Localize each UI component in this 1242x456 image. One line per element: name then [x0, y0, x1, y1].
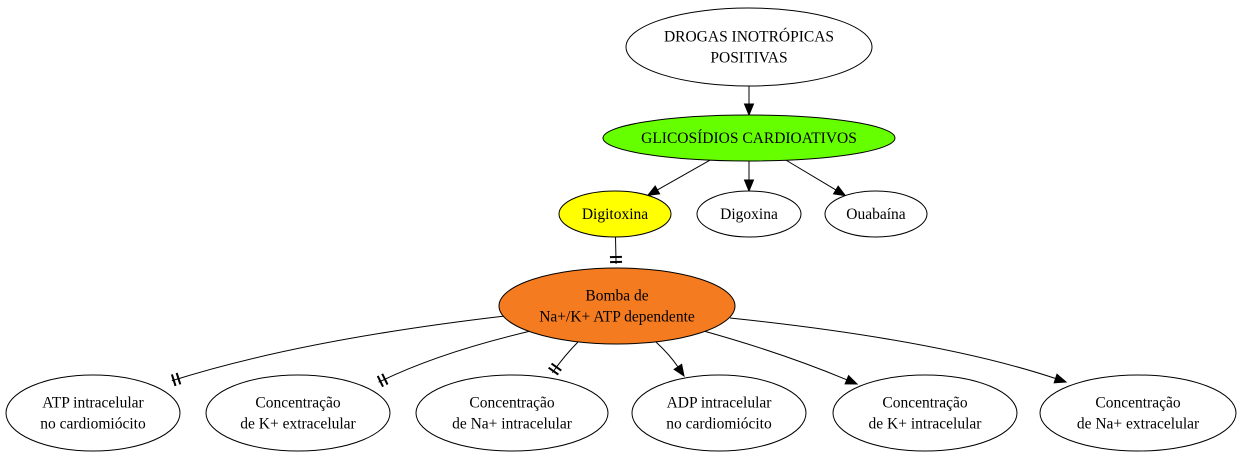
edge-line — [657, 159, 711, 191]
node-label: de Na+ intracelular — [452, 416, 573, 433]
node-label: ATP intracelular — [42, 395, 144, 412]
edge-digitoxina-to-bomba — [609, 236, 623, 265]
inhibition-bar — [170, 374, 177, 387]
node-label: de K+ extracelular — [240, 416, 356, 433]
edge-bomba-to-atp — [170, 315, 506, 387]
node-na-extra: Concentração de Na+ extracelular — [1039, 374, 1237, 452]
node-shape — [1039, 374, 1237, 452]
node-glicosidios: GLICOSÍDIOS CARDIOATIVOS — [602, 114, 896, 162]
arrowhead — [743, 103, 755, 117]
node-shape — [205, 374, 391, 452]
edge-line — [615, 236, 617, 265]
node-label: no cardiomiócito — [666, 416, 772, 433]
node-label: Concentração — [255, 395, 340, 412]
node-label: Concentração — [882, 395, 967, 412]
edge-line — [551, 341, 579, 374]
arrowhead — [844, 374, 859, 385]
node-shape — [602, 114, 896, 162]
edge-glicosidios-to-digoxina — [743, 160, 755, 193]
node-shape — [631, 374, 807, 452]
node-k-intra: Concentração de K+ intracelular — [832, 374, 1018, 452]
edge-drogas-to-glicosidios — [743, 85, 755, 117]
edge-line — [785, 159, 837, 191]
node-ouabaina: Ouabaína — [824, 190, 928, 238]
inhibition-bar — [550, 362, 562, 372]
nodes-layer: DROGAS INOTRÓPICAS POSITIVAS GLICOSÍDIOS C… — [5, 7, 1237, 452]
edge-glicosidios-to-ouabaina — [785, 159, 847, 197]
node-label: Ouabaína — [846, 206, 906, 223]
inhibition-bar — [175, 372, 182, 385]
node-digitoxina: Digitoxina — [558, 190, 672, 238]
node-bomba: Bomba de Na+/K+ ATP dependente — [498, 267, 736, 345]
inhibition-bar — [381, 373, 389, 385]
node-shape — [558, 190, 672, 238]
node-label: Digitoxina — [582, 206, 648, 223]
node-shape — [696, 190, 802, 238]
node-shape — [5, 374, 181, 452]
edge-bomba-to-na_extra — [729, 317, 1068, 384]
edge-line — [655, 341, 679, 368]
node-label: Bomba de — [585, 288, 648, 305]
arrowhead — [1053, 373, 1068, 384]
node-adp: ADP intracelular no cardiomiócito — [631, 374, 807, 452]
node-label: Digoxina — [720, 206, 778, 223]
node-shape — [625, 7, 873, 87]
edges-layer — [170, 85, 1068, 388]
edge-bomba-to-adp — [655, 341, 685, 378]
arrowhead — [743, 179, 755, 193]
edge-line — [699, 329, 848, 381]
arrowhead — [673, 363, 685, 378]
node-label: Concentração — [469, 395, 554, 412]
node-label: de Na+ extracelular — [1077, 416, 1200, 433]
edge-bomba-to-k_extra — [376, 329, 536, 388]
edge-line — [729, 317, 1056, 379]
arrowhead — [832, 185, 847, 197]
node-label: Concentração — [1095, 395, 1180, 412]
inhibition-bar — [548, 366, 559, 376]
arrowhead — [646, 185, 661, 197]
node-label: Na+/K+ ATP dependente — [539, 309, 695, 326]
edge-line — [171, 315, 506, 382]
node-label: DROGAS INOTRÓPICAS — [664, 29, 834, 46]
node-label: no cardiomiócito — [40, 416, 146, 433]
inhibition-bar — [376, 375, 384, 388]
node-digoxina: Digoxina — [696, 190, 802, 238]
node-na-intra: Concentração de Na+ intracelular — [415, 374, 609, 452]
node-shape — [832, 374, 1018, 452]
node-drogas: DROGAS INOTRÓPICAS POSITIVAS — [625, 7, 873, 87]
edge-line — [378, 329, 536, 383]
edge-glicosidios-to-digitoxina — [646, 159, 711, 197]
node-shape — [415, 374, 609, 452]
edge-bomba-to-k_intra — [699, 329, 859, 385]
node-atp: ATP intracelular no cardiomiócito — [5, 374, 181, 452]
node-label: ADP intracelular — [667, 395, 773, 412]
node-label: POSITIVAS — [710, 50, 787, 67]
node-k-extra: Concentração de K+ extracelular — [205, 374, 391, 452]
node-shape — [498, 267, 736, 345]
edge-bomba-to-na_intra — [548, 341, 579, 376]
node-label: de K+ intracelular — [869, 416, 983, 433]
node-label: GLICOSÍDIOS CARDIOATIVOS — [641, 130, 857, 147]
node-shape — [824, 190, 928, 238]
